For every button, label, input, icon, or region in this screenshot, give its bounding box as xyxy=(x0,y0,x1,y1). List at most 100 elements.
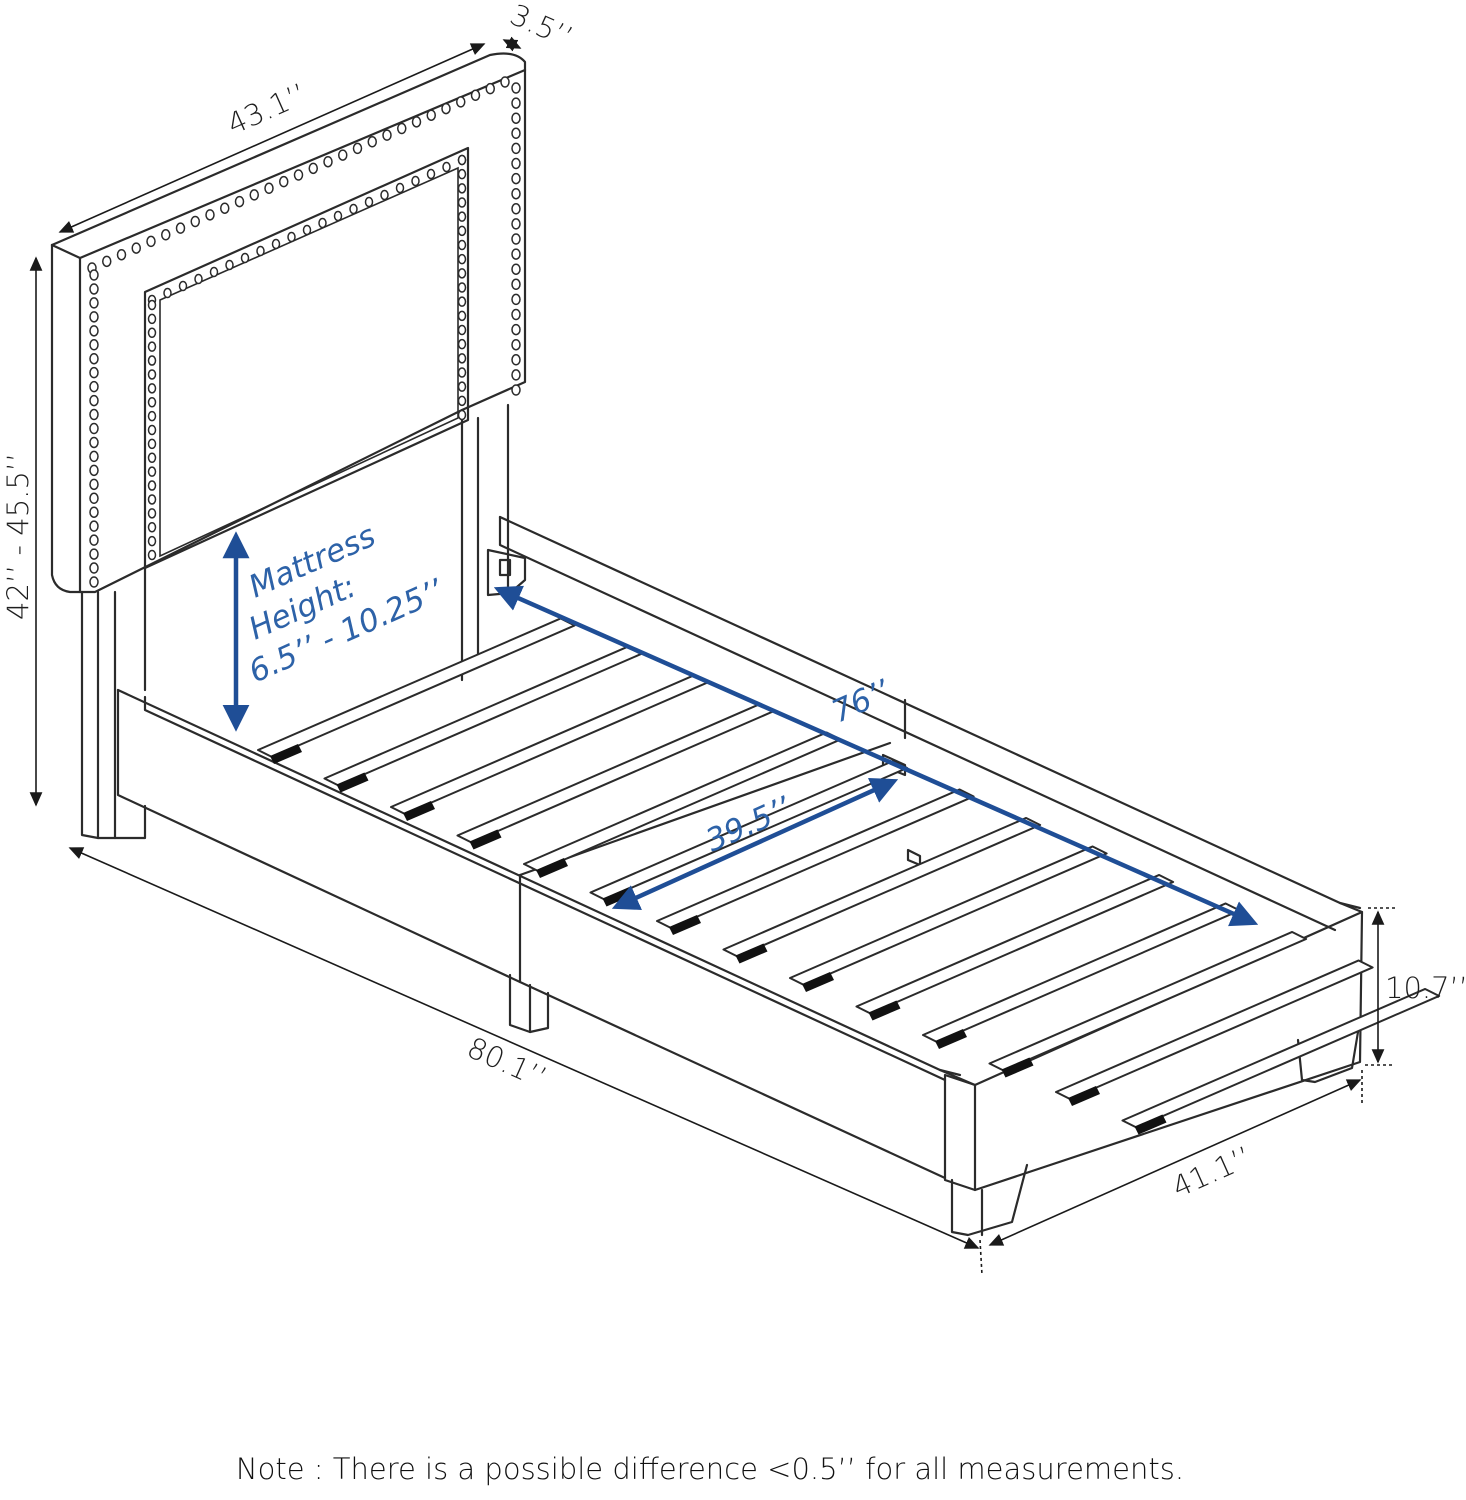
nailhead-stud xyxy=(380,189,389,201)
nailhead-stud xyxy=(147,369,157,380)
nailhead-stud xyxy=(89,339,99,351)
nailhead-stud xyxy=(147,396,157,408)
nailhead-stud xyxy=(89,283,99,295)
nailhead-stud xyxy=(116,248,127,261)
nailhead-stud xyxy=(511,323,521,336)
nailhead-stud xyxy=(161,229,171,241)
nailhead-stud xyxy=(457,183,467,194)
nailhead-stud xyxy=(511,187,521,200)
nailhead-stud xyxy=(323,155,333,168)
nailhead-stud xyxy=(234,195,245,208)
headboard xyxy=(50,52,527,840)
headboard-width-label: 43.1’’ xyxy=(222,77,312,142)
nailhead-stud xyxy=(89,311,99,323)
nailhead-stud xyxy=(511,338,521,351)
nailhead-stud xyxy=(89,576,99,588)
nailhead-stud xyxy=(457,310,467,322)
width-label: 41.1’’ xyxy=(1167,1140,1257,1205)
nailhead-stud xyxy=(102,255,112,268)
nailhead-stud xyxy=(89,562,99,574)
nailhead-stud xyxy=(457,381,467,392)
slat xyxy=(323,645,643,787)
nailhead-stud xyxy=(190,215,200,228)
nailhead-stud xyxy=(89,380,99,393)
nailhead-stud xyxy=(89,297,99,309)
nailhead-stud xyxy=(457,168,467,180)
nailhead-stud xyxy=(511,369,521,381)
nailhead-stud xyxy=(511,172,521,185)
nailhead-stud xyxy=(395,182,405,194)
nailhead-stud xyxy=(89,436,99,449)
nailhead-stud xyxy=(511,354,521,366)
nailhead-stud xyxy=(367,136,377,148)
nailhead-stud xyxy=(456,96,466,108)
nailhead-stud xyxy=(264,182,274,195)
nailhead-stud xyxy=(441,102,451,115)
nailhead-stud xyxy=(457,282,467,293)
nailhead-stud xyxy=(279,175,289,188)
nailhead-stud xyxy=(411,175,420,187)
nailhead-stud xyxy=(349,203,358,215)
nailhead-stud xyxy=(485,82,495,95)
nailhead-stud xyxy=(89,325,99,337)
nailhead-stud xyxy=(511,278,521,291)
nailhead-stud xyxy=(147,341,157,352)
nailhead-stud xyxy=(338,149,348,161)
nailhead-stud xyxy=(163,287,172,299)
slat xyxy=(390,674,709,815)
nailhead-stud xyxy=(147,480,157,491)
nailhead-stud xyxy=(511,157,521,170)
slat-support xyxy=(270,744,302,764)
nailhead-stud xyxy=(511,112,521,124)
measurement-note: Note : There is a possible difference <0… xyxy=(235,1452,1185,1486)
nailhead-stud xyxy=(293,169,304,181)
nailhead-stud xyxy=(89,506,99,518)
nailhead-stud xyxy=(89,492,99,505)
nailhead-stud xyxy=(131,242,141,254)
nailhead-stud xyxy=(511,248,521,260)
inner-width-arrow xyxy=(611,778,899,910)
nailhead-stud xyxy=(457,353,467,364)
nailhead-stud xyxy=(364,196,374,208)
nailhead-stud xyxy=(511,263,521,275)
nailhead-stud xyxy=(511,97,521,109)
nailhead-stud xyxy=(147,438,157,450)
nailhead-stud xyxy=(89,520,99,532)
nailhead-stud xyxy=(194,273,203,285)
inner-length-arrow xyxy=(493,585,1259,927)
nailhead-stud xyxy=(147,410,157,422)
nailhead-stud xyxy=(89,534,99,546)
nailhead-stud xyxy=(426,109,436,121)
nailhead-stud xyxy=(249,189,259,201)
nailhead-stud xyxy=(457,225,467,237)
nailhead-stud xyxy=(352,142,363,155)
nailhead-stud xyxy=(500,76,510,88)
nailhead-stud xyxy=(89,408,99,421)
nailhead-stud xyxy=(147,452,157,464)
nailhead-stud xyxy=(470,89,481,102)
nailhead-stud xyxy=(457,338,467,350)
nailhead-stud xyxy=(175,222,186,234)
nailhead-stud xyxy=(147,549,157,561)
slat xyxy=(789,845,1108,986)
total-height-label: 42’’ - 45.5’’ xyxy=(1,453,35,620)
nailhead-stud xyxy=(147,494,157,505)
nailhead-stud xyxy=(457,197,467,208)
nailhead-stud xyxy=(147,299,157,311)
nailhead-stud xyxy=(511,233,521,245)
nailhead-stud xyxy=(147,508,157,519)
nailhead-stud xyxy=(511,127,521,140)
nailhead-stud xyxy=(89,450,99,463)
nailhead-stud xyxy=(382,129,392,141)
nailhead-stud xyxy=(89,478,99,491)
inner-length-label: 76’’ xyxy=(827,673,897,730)
nailhead-stud xyxy=(89,548,99,560)
nailhead-stud xyxy=(147,383,157,394)
nailhead-stud xyxy=(240,252,250,264)
nailhead-stud xyxy=(225,259,234,271)
nailhead-stud xyxy=(511,218,521,230)
nailhead-stud xyxy=(511,293,521,306)
nailhead-stud xyxy=(457,367,467,378)
slat xyxy=(1121,987,1441,1129)
